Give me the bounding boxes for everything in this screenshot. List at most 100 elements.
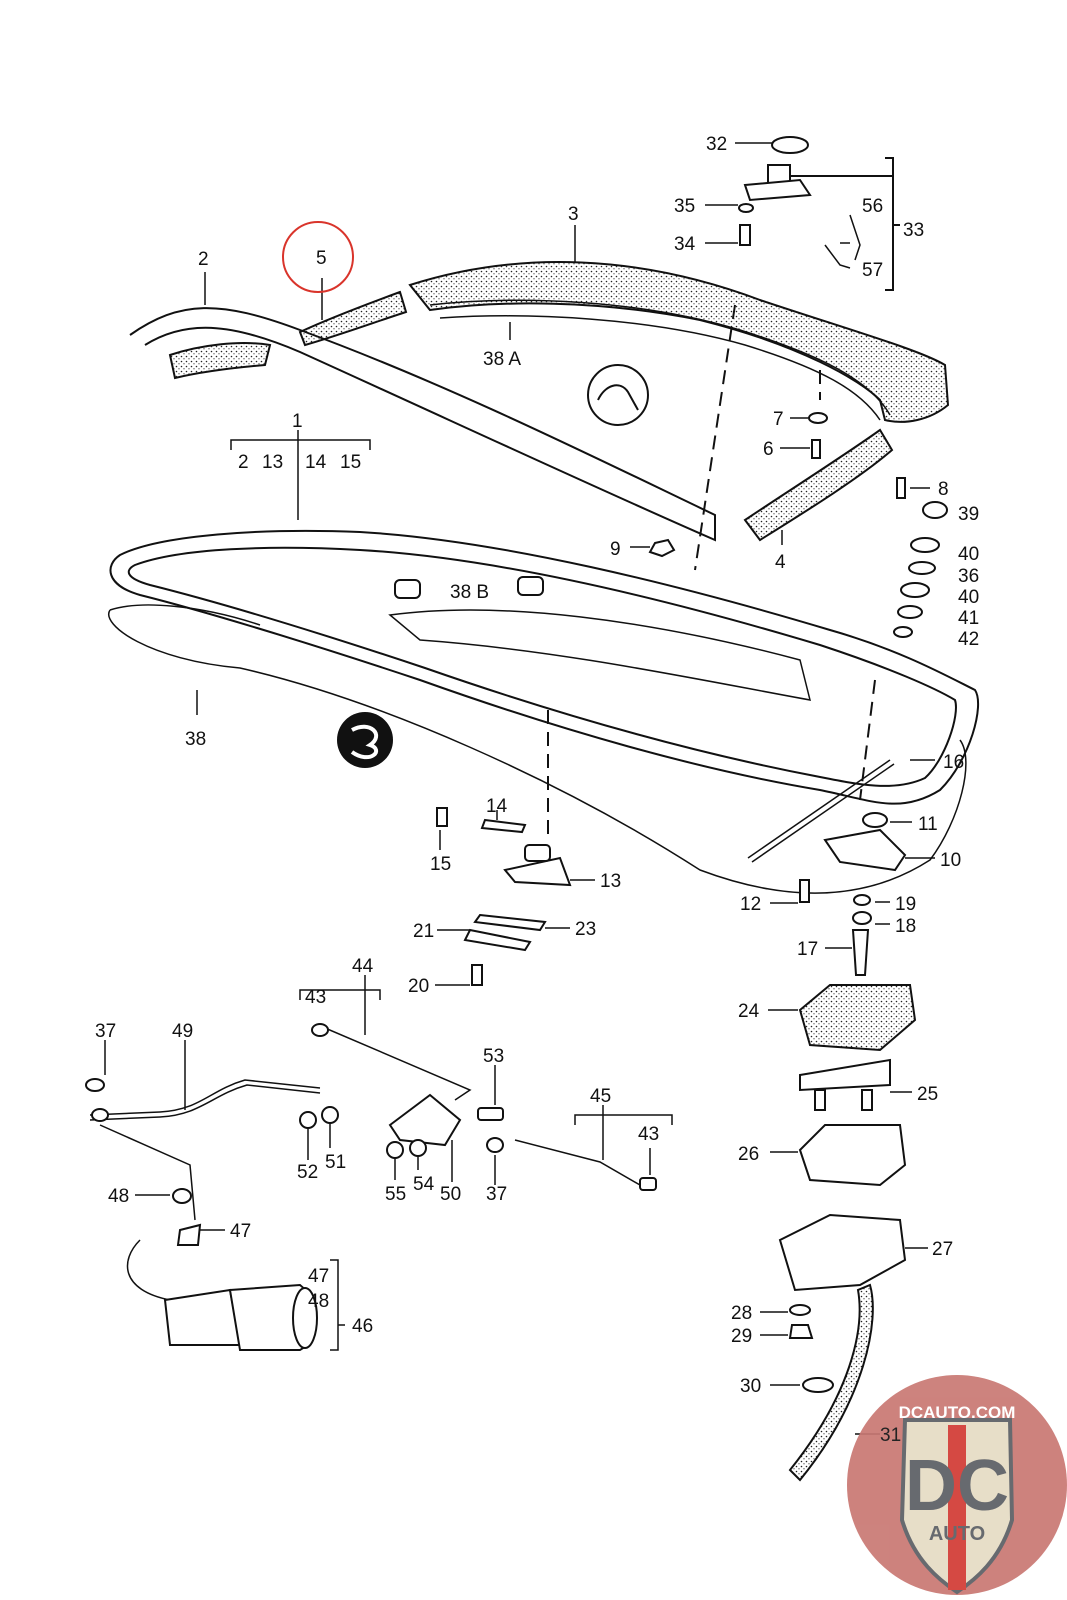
watermark-word: AUTO [929, 1523, 985, 1545]
label-27: 27 [932, 1239, 953, 1260]
parts-cluster-32-35 [738, 136, 861, 269]
label-41: 41 [958, 608, 979, 629]
label-16: 16 [943, 752, 964, 773]
part-1-deck-lid [109, 529, 980, 805]
part-4-side-seal [743, 428, 894, 542]
label-14: 14 [486, 796, 508, 817]
label-47b: 47 [308, 1266, 329, 1287]
label-55: 55 [385, 1184, 406, 1205]
group-bracket-45 [574, 1105, 673, 1160]
part-46-motor [126, 1239, 318, 1351]
label-43a: 43 [305, 987, 326, 1008]
lower-right-parts [778, 984, 917, 1482]
label-7: 7 [773, 409, 784, 430]
label-40a: 40 [958, 544, 979, 565]
label-leaders [104, 142, 935, 1435]
part-labels: 2 5 3 38 A 32 35 34 56 33 57 7 6 8 39 40… [95, 134, 979, 1397]
label-12: 12 [740, 894, 761, 915]
group1-label-13: 13 [262, 452, 283, 473]
label-51: 51 [325, 1152, 346, 1173]
label-40b: 40 [958, 587, 979, 608]
label-29: 29 [731, 1326, 752, 1347]
label-56: 56 [862, 196, 883, 217]
label-50: 50 [440, 1184, 461, 1205]
label-36: 36 [958, 566, 979, 587]
label-47a: 47 [230, 1221, 251, 1242]
label-37b: 37 [486, 1184, 507, 1205]
parts-stack-right [808, 412, 948, 638]
label-35: 35 [674, 196, 695, 217]
label-3: 3 [568, 204, 579, 225]
label-21: 21 [413, 921, 434, 942]
label-10: 10 [940, 850, 961, 871]
label-13: 13 [600, 871, 621, 892]
label-23: 23 [575, 919, 596, 940]
part-5-seal-piece [298, 290, 408, 347]
label-8: 8 [938, 479, 949, 500]
label-45: 45 [590, 1086, 611, 1107]
sealant-symbol-icon [337, 712, 393, 768]
part-38b-block [394, 579, 421, 599]
hinge-parts [436, 807, 572, 986]
leader-line [694, 304, 736, 571]
label-18: 18 [895, 916, 916, 937]
part-9-nut [648, 538, 676, 558]
highlight-circle-part-5 [282, 221, 354, 293]
part-3-upper-seal [408, 261, 950, 423]
group-bracket-44 [299, 975, 381, 1035]
label-20: 20 [408, 976, 429, 997]
label-26: 26 [738, 1144, 759, 1165]
label-5: 5 [316, 248, 327, 269]
label-39: 39 [958, 504, 979, 525]
part-38b-block [517, 576, 544, 596]
group-bracket-1 [230, 439, 371, 520]
group1-label-15: 15 [340, 452, 361, 473]
label-17: 17 [797, 939, 818, 960]
label-15: 15 [430, 854, 451, 875]
label-57: 57 [862, 260, 883, 281]
watermark-letters: DC [905, 1446, 1009, 1526]
group1-label-14: 14 [305, 452, 327, 473]
group1-label-2: 2 [238, 452, 249, 473]
label-2: 2 [198, 249, 209, 270]
label-44: 44 [352, 956, 374, 977]
label-31: 31 [880, 1425, 901, 1446]
part-2-seal-strip [129, 307, 716, 542]
label-46: 46 [352, 1316, 373, 1337]
lower-left-mechanism [85, 1023, 657, 1246]
group-bracket-33 [790, 157, 900, 291]
label-19: 19 [895, 894, 916, 915]
label-4: 4 [775, 552, 786, 573]
label-37a: 37 [95, 1021, 116, 1042]
dcauto-watermark-logo: DCAUTO.COM DC AUTO 31 [847, 1375, 1067, 1595]
label-43b: 43 [638, 1124, 659, 1145]
label-53: 53 [483, 1046, 504, 1067]
label-38: 38 [185, 729, 206, 750]
label-30: 30 [740, 1376, 761, 1397]
latch-parts [747, 759, 907, 976]
leader-line [859, 679, 876, 801]
label-1: 1 [292, 411, 303, 432]
adhesive-symbol-icon [587, 364, 649, 426]
label-38b: 38 B [450, 582, 489, 603]
watermark-stripe [948, 1425, 966, 1590]
label-32: 32 [706, 134, 727, 155]
label-33: 33 [903, 220, 924, 241]
label-24: 24 [738, 1001, 760, 1022]
label-25: 25 [917, 1084, 938, 1105]
label-42: 42 [958, 629, 979, 650]
label-48a: 48 [108, 1186, 129, 1207]
group-bracket-46 [330, 1259, 345, 1351]
label-11: 11 [918, 814, 938, 835]
watermark-site: DCAUTO.COM [899, 1403, 1016, 1422]
label-9: 9 [610, 539, 621, 560]
label-6: 6 [763, 439, 774, 460]
label-38a: 38 A [483, 349, 521, 370]
label-34: 34 [674, 234, 696, 255]
label-28: 28 [731, 1303, 752, 1324]
label-49: 49 [172, 1021, 193, 1042]
label-54: 54 [413, 1174, 435, 1195]
label-52: 52 [297, 1162, 318, 1183]
part-38-seal-loop [108, 604, 967, 894]
